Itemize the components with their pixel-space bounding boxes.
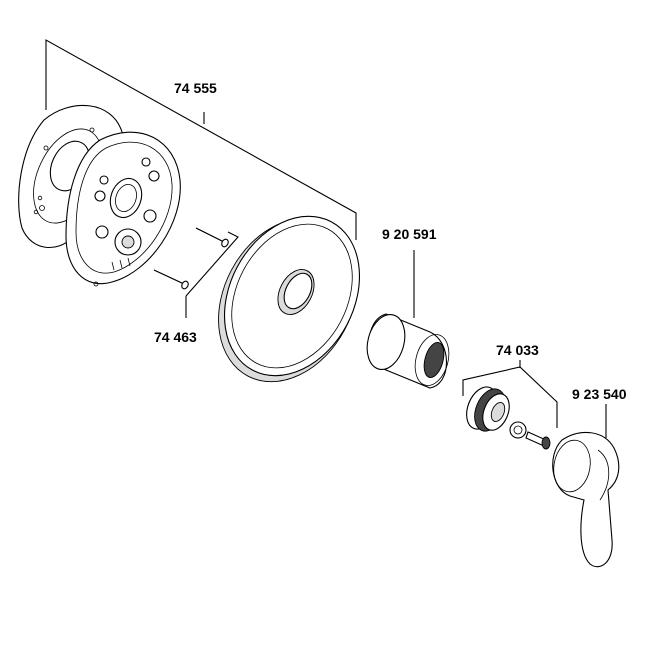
lever-handle xyxy=(552,431,620,568)
leader-lines xyxy=(45,39,607,438)
screws xyxy=(153,227,229,290)
label-920591: 9 20 591 xyxy=(382,226,437,242)
label-923540: 9 23 540 xyxy=(572,386,627,402)
label-74463: 74 463 xyxy=(154,329,197,345)
escutcheon-rosette xyxy=(218,215,361,383)
bracket-74463 xyxy=(185,231,239,297)
cartridge-assembly xyxy=(466,386,551,450)
bracket-74555 xyxy=(45,39,357,240)
sleeve xyxy=(366,313,450,389)
label-74033: 74 033 xyxy=(496,342,539,358)
label-74555: 74 555 xyxy=(174,80,217,96)
back-plate xyxy=(65,131,181,287)
